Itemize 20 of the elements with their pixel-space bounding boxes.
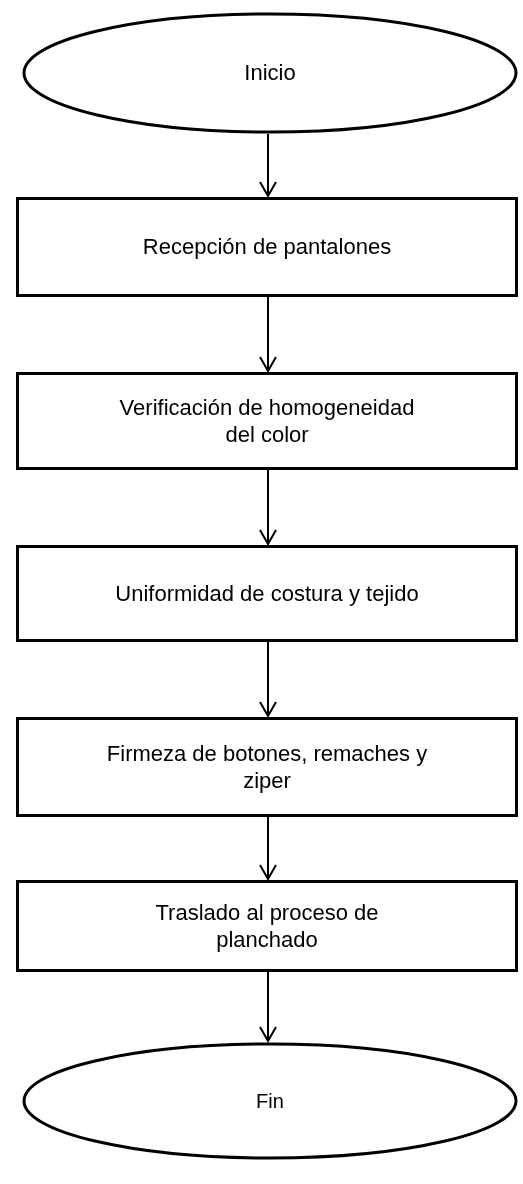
arrow [259, 133, 277, 197]
arrow [259, 816, 277, 880]
node-label: Recepción de pantalones [142, 233, 392, 261]
node-label: Fin [256, 1088, 284, 1114]
node-label: Traslado al proceso de planchado [154, 898, 380, 954]
process-box [16, 372, 518, 470]
terminal-ellipse [22, 12, 518, 134]
arrow [259, 469, 277, 545]
arrow [259, 641, 277, 717]
process-box [16, 717, 518, 817]
arrow [259, 296, 277, 372]
node-label: Verificación de homogeneidad del color [118, 393, 416, 449]
terminal-ellipse [22, 1042, 518, 1160]
arrow [259, 971, 277, 1042]
node-label: Firmeza de botones, remaches y ziper [105, 739, 429, 795]
node-label: Uniformidad de costura y tejido [115, 579, 419, 608]
process-box [16, 545, 518, 642]
process-box [16, 880, 518, 972]
process-box [16, 197, 518, 297]
node-label: Inicio [244, 59, 296, 87]
